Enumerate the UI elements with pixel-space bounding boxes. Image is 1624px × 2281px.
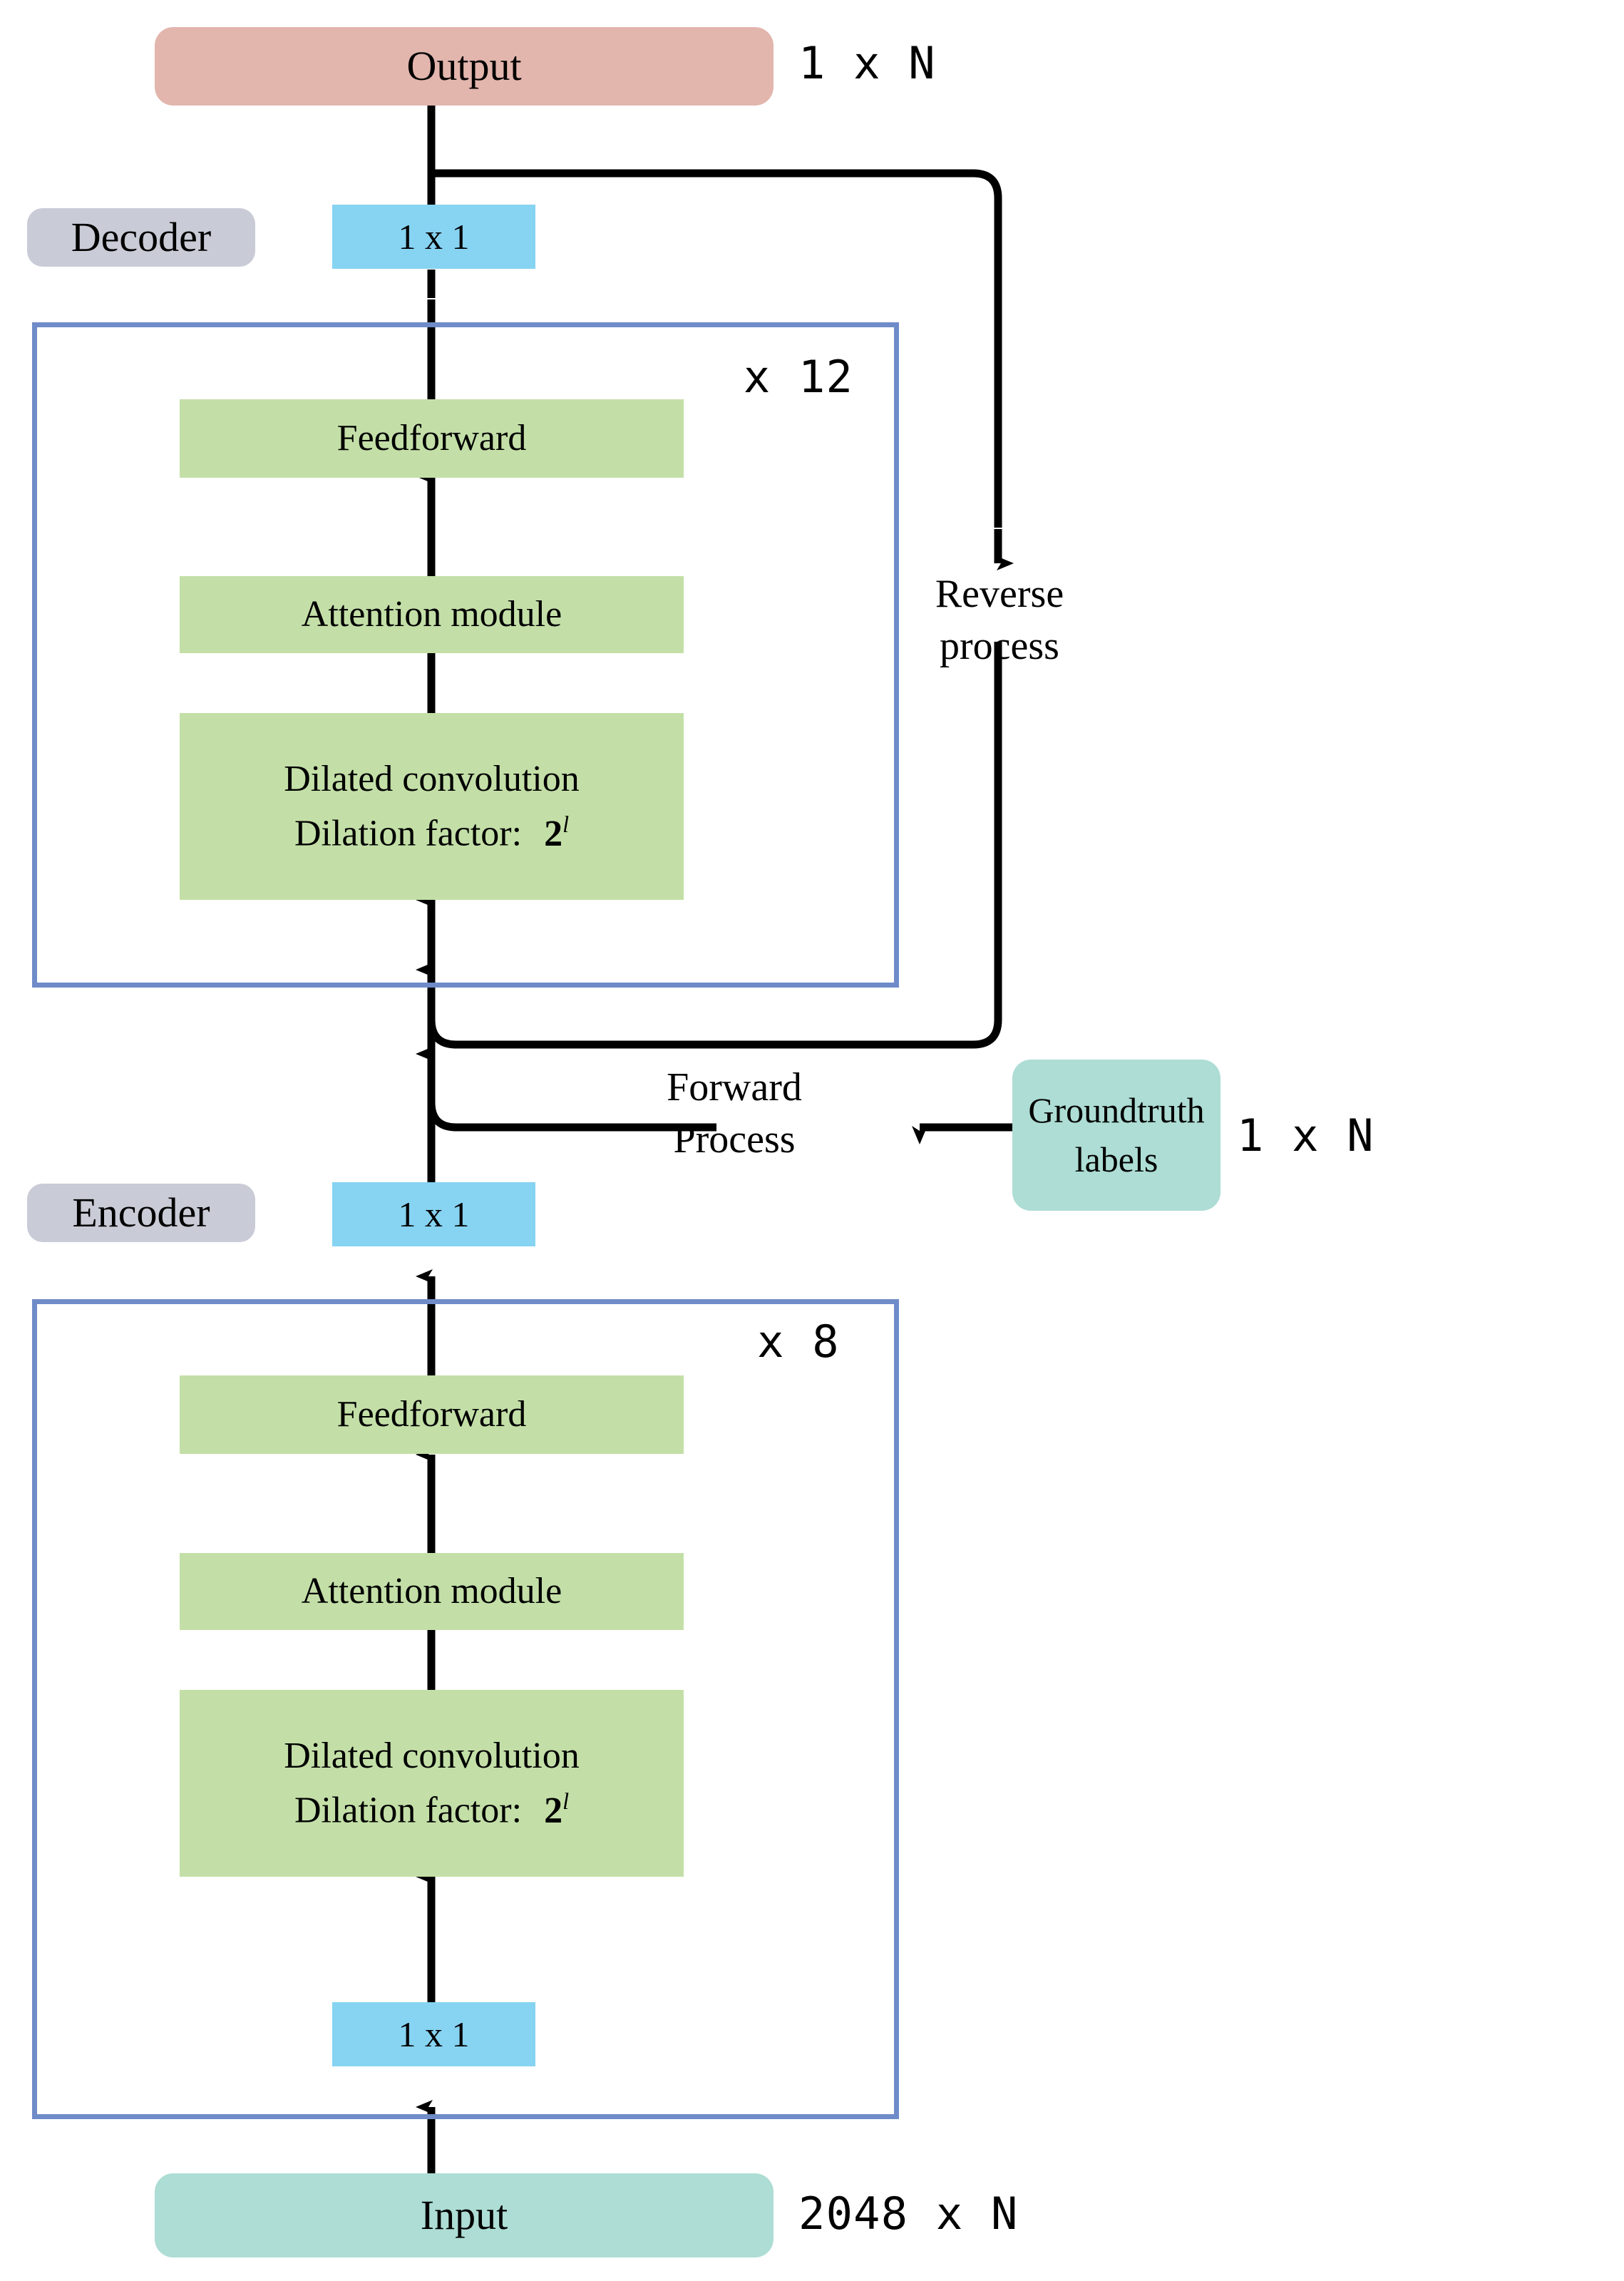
decoder-dilation-factor-text: Dilation factor: xyxy=(294,813,523,854)
output-dimension-label: 1 x N xyxy=(798,37,936,89)
encoder-dilated-conv-line2: Dilation factor: 2l xyxy=(294,1788,569,1833)
encoder-dilation-base: 2 xyxy=(544,1790,563,1831)
encoder-dilated-conv-line1: Dilated convolution xyxy=(284,1735,580,1776)
forward-process-line1: Forward xyxy=(667,1065,802,1109)
encoder-group-box xyxy=(32,1299,899,2119)
forward-process-line2: Process xyxy=(673,1117,796,1162)
decoder-dilated-conv-line2: Dilation factor: 2l xyxy=(294,811,569,856)
encoder-dilation-exponent: l xyxy=(562,1788,570,1815)
encoder-attention-label: Attention module xyxy=(301,1571,562,1612)
encoder-conv1x1-bottom: 1 x 1 xyxy=(332,2002,535,2066)
reverse-process-line1: Reverse xyxy=(935,572,1064,616)
encoder-feedforward-box: Feedforward xyxy=(180,1375,684,1454)
output-label: Output xyxy=(406,42,522,89)
decoder-dilated-conv-box: Dilated convolution Dilation factor: 2l xyxy=(180,713,684,900)
encoder-dilation-factor-text: Dilation factor: xyxy=(294,1790,523,1831)
encoder-section-label: Encoder xyxy=(27,1184,255,1242)
encoder-feedforward-label: Feedforward xyxy=(336,1394,527,1435)
decoder-dilation-exponent: l xyxy=(562,811,570,838)
decoder-section-label: Decoder xyxy=(27,208,255,267)
decoder-conv1x1-top: 1 x 1 xyxy=(332,205,535,269)
reverse-process-line2: process xyxy=(940,624,1059,669)
groundtruth-dimension-label: 1 x N xyxy=(1237,1109,1374,1162)
encoder-conv1x1-top-label: 1 x 1 xyxy=(398,1194,470,1234)
encoder-conv1x1-bottom-label: 1 x 1 xyxy=(398,2014,470,2054)
decoder-attention-label: Attention module xyxy=(301,594,562,635)
groundtruth-label-line1: Groundtruth xyxy=(1028,1090,1205,1130)
decoder-attention-box: Attention module xyxy=(180,576,684,653)
forward-process-label: Forward Process xyxy=(613,1064,855,1164)
decoder-repeat-count: x 12 xyxy=(743,351,854,403)
groundtruth-labels-box: Groundtruth labels xyxy=(1012,1060,1220,1211)
decoder-section-label-text: Decoder xyxy=(71,213,212,260)
input-label: Input xyxy=(420,2191,508,2238)
encoder-conv1x1-top: 1 x 1 xyxy=(332,1182,535,1246)
groundtruth-label-line2: labels xyxy=(1074,1139,1158,1179)
input-box: Input xyxy=(155,2173,774,2257)
encoder-repeat-count: x 8 xyxy=(757,1316,840,1368)
encoder-attention-box: Attention module xyxy=(180,1553,684,1630)
decoder-feedforward-label: Feedforward xyxy=(336,418,527,459)
encoder-section-label-text: Encoder xyxy=(72,1189,210,1236)
decoder-feedforward-box: Feedforward xyxy=(180,399,684,478)
decoder-group-box xyxy=(32,322,899,988)
reverse-process-label: Reverse process xyxy=(878,570,1121,670)
decoder-conv1x1-top-label: 1 x 1 xyxy=(398,216,470,257)
decoder-dilated-conv-line1: Dilated convolution xyxy=(284,758,580,799)
input-dimension-label: 2048 x N xyxy=(798,2188,1019,2240)
output-box: Output xyxy=(155,27,774,106)
encoder-dilated-conv-box: Dilated convolution Dilation factor: 2l xyxy=(180,1690,684,1877)
decoder-dilation-base: 2 xyxy=(544,813,563,854)
